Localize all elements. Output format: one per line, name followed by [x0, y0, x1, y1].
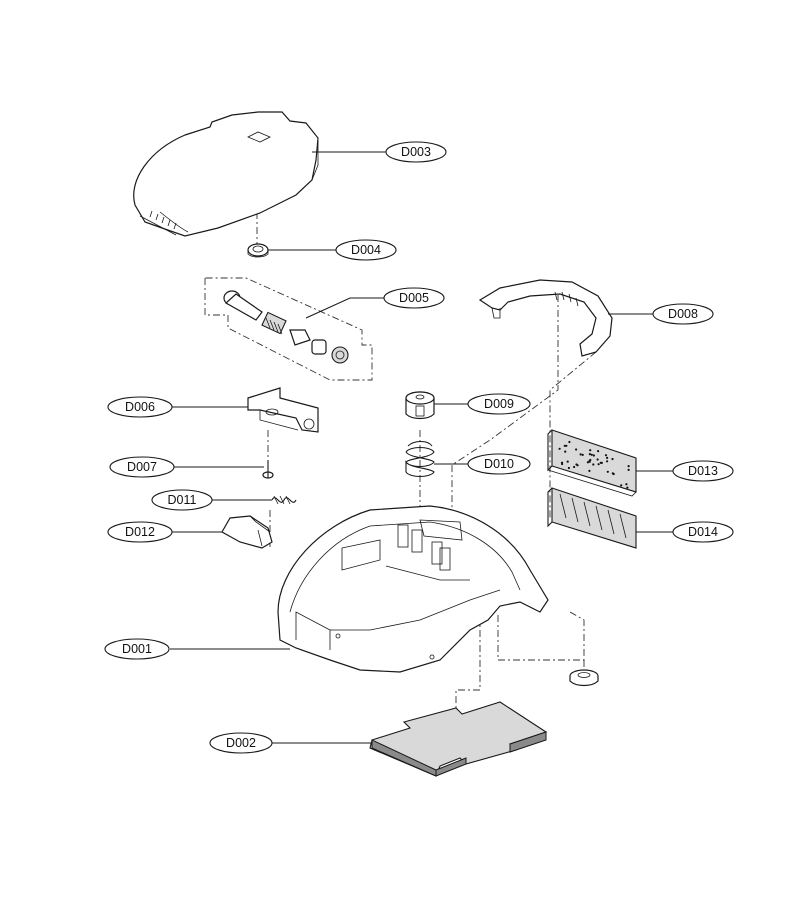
label-d012-text: D012: [125, 525, 155, 539]
filter-dot: [565, 444, 568, 447]
label-d003: D003: [385, 141, 447, 163]
filter-dot: [575, 463, 578, 466]
label-d001-text: D001: [122, 642, 152, 656]
label-d001: D001: [104, 638, 170, 660]
part-filter-d013: [547, 429, 637, 497]
filter-dot: [561, 462, 564, 466]
filter-dot: [558, 447, 561, 450]
label-d012: D012: [107, 521, 173, 543]
part-bracket-d006: [247, 387, 319, 433]
filter-dot: [589, 449, 592, 452]
label-d008-text: D008: [668, 307, 698, 321]
filter-dot: [604, 454, 608, 457]
leader-lines: [170, 151, 673, 744]
filter-dot: [611, 457, 614, 461]
filter-dot: [575, 448, 578, 451]
filter-dot: [606, 456, 609, 459]
filter-dot: [606, 460, 609, 463]
part-filter-d014: [547, 487, 637, 549]
label-d010-text: D010: [484, 457, 514, 471]
filter-dot: [568, 440, 571, 444]
label-d005-text: D005: [399, 291, 429, 305]
filter-dot: [566, 460, 569, 463]
label-d011: D011: [151, 489, 213, 511]
part-handle-d008: [478, 279, 613, 357]
part-valve-assembly-d005: [223, 290, 349, 364]
label-d014-text: D014: [688, 525, 718, 539]
label-d004: D004: [335, 239, 397, 261]
filter-dot: [597, 450, 600, 453]
filter-dot: [573, 465, 576, 469]
label-d006: D006: [107, 396, 173, 418]
part-housing-d001: [277, 505, 549, 673]
label-d007: D007: [109, 456, 175, 478]
filter-dot: [596, 458, 599, 461]
filter-dot: [588, 469, 591, 472]
filter-d013-dots: [558, 440, 630, 489]
label-d011-text: D011: [168, 493, 197, 507]
part-latch-d012: [221, 515, 273, 549]
filter-dot: [627, 465, 630, 468]
part-base-plate-d002: [369, 701, 548, 777]
label-d003-text: D003: [401, 145, 431, 159]
filter-dot: [600, 461, 603, 464]
label-d004-text: D004: [351, 243, 381, 257]
label-d009-text: D009: [484, 397, 514, 411]
label-d007-text: D007: [127, 460, 157, 474]
filter-dot: [590, 453, 593, 456]
label-d006-text: D006: [125, 400, 155, 414]
filter-dot: [581, 453, 584, 456]
filter-dot: [625, 483, 628, 486]
label-d002: D002: [209, 732, 273, 754]
label-d013-text: D013: [688, 464, 718, 478]
label-d002-text: D002: [226, 736, 256, 750]
filter-dot: [611, 472, 614, 475]
label-d005: D005: [383, 287, 445, 309]
filter-dot: [592, 463, 595, 466]
filter-dot: [620, 484, 623, 487]
filter-dot: [564, 450, 567, 453]
part-round-foot: [569, 669, 599, 687]
label-d010: D010: [467, 453, 531, 475]
part-cover-d003: [133, 111, 319, 237]
filter-dot: [597, 463, 600, 466]
label-d013: D013: [672, 460, 734, 482]
filter-dot: [592, 454, 596, 457]
filter-dot: [626, 486, 629, 489]
part-washer-d004: [247, 243, 269, 258]
part-cap-d009: [405, 391, 435, 420]
filter-dot: [606, 470, 609, 473]
filter-dot: [627, 468, 630, 471]
filter-dot: [579, 453, 582, 456]
label-d014: D014: [672, 521, 734, 543]
filter-dot: [589, 458, 592, 462]
filter-dot: [588, 453, 592, 456]
part-screw-d007: [262, 460, 274, 479]
filter-dot: [567, 466, 571, 470]
label-d008: D008: [652, 303, 714, 325]
part-spring-d011: [271, 495, 297, 505]
part-spring-d010: [405, 440, 435, 478]
label-d009: D009: [467, 393, 531, 415]
